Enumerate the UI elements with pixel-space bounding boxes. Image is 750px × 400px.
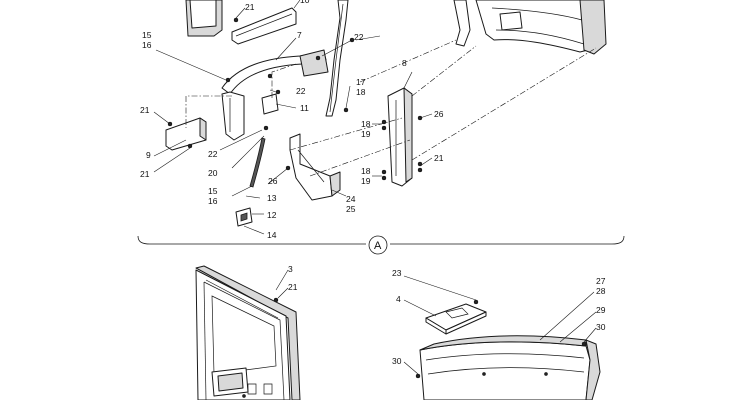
label-21: 21 xyxy=(140,169,150,179)
leader-lines-panel-3 xyxy=(275,269,289,299)
label-9: 9 xyxy=(146,150,151,160)
part-number-labels: 21 10 7 15 16 22 22 11 17 18 8 21 9 21 2… xyxy=(140,0,606,366)
part-7-curved-bar xyxy=(221,49,329,95)
label-30: 30 xyxy=(596,322,606,332)
label-21: 21 xyxy=(434,153,444,163)
part-13-cable xyxy=(249,137,266,188)
label-18: 18 xyxy=(361,166,371,176)
label-10: 10 xyxy=(300,0,310,5)
label-3: 3 xyxy=(288,264,293,274)
label-21: 21 xyxy=(140,105,150,115)
label-21: 21 xyxy=(288,282,298,292)
section-divider xyxy=(137,235,625,255)
label-13: 13 xyxy=(267,193,277,203)
label-26: 26 xyxy=(434,109,444,119)
label-26: 26 xyxy=(268,176,278,186)
label-14: 14 xyxy=(267,230,277,240)
label-19: 19 xyxy=(361,129,371,139)
part-17-vertical-rod xyxy=(325,0,349,117)
label-21: 21 xyxy=(245,2,255,12)
label-16: 16 xyxy=(142,40,152,50)
part-9-bracket xyxy=(165,117,207,151)
label-22: 22 xyxy=(208,149,218,159)
fasteners-cover xyxy=(415,299,587,379)
label-18: 18 xyxy=(361,119,371,129)
label-22: 22 xyxy=(354,32,364,42)
part-12-clip xyxy=(235,207,253,227)
label-27: 27 xyxy=(596,276,606,286)
label-11: 11 xyxy=(300,103,309,113)
part-8-upright-panel xyxy=(387,87,413,187)
fasteners-panel-3 xyxy=(242,297,279,398)
label-25: 25 xyxy=(346,204,356,214)
part-upper-right-housing xyxy=(475,0,607,55)
label-17: 17 xyxy=(356,77,366,87)
label-28: 28 xyxy=(596,286,606,296)
label-24: 24 xyxy=(346,194,356,204)
label-23: 23 xyxy=(392,268,402,278)
label-20: 20 xyxy=(208,168,218,178)
leader-lines-cover xyxy=(403,275,597,375)
label-18: 18 xyxy=(356,87,366,97)
part-upper-right-arm xyxy=(453,0,471,47)
label-16: 16 xyxy=(208,196,218,206)
label-15: 15 xyxy=(208,186,218,196)
part-10-bracket xyxy=(231,7,297,45)
label-15: 15 xyxy=(142,30,152,40)
reference-mark-A: A xyxy=(374,240,382,252)
label-4: 4 xyxy=(396,294,401,304)
label-7: 7 xyxy=(297,30,302,40)
label-8: 8 xyxy=(402,58,407,68)
part-11-plate xyxy=(261,93,279,115)
label-22: 22 xyxy=(296,86,306,96)
label-12: 12 xyxy=(267,210,277,220)
part-upper-left-shield xyxy=(185,0,223,37)
label-19: 19 xyxy=(361,176,371,186)
part-20-bracket xyxy=(221,91,245,141)
part-27-cover xyxy=(419,335,601,400)
part-3-panel xyxy=(195,265,301,400)
label-29: 29 xyxy=(596,305,606,315)
part-4-plate xyxy=(425,303,487,335)
label-30: 30 xyxy=(392,356,402,366)
leader-lines-top xyxy=(153,0,433,235)
